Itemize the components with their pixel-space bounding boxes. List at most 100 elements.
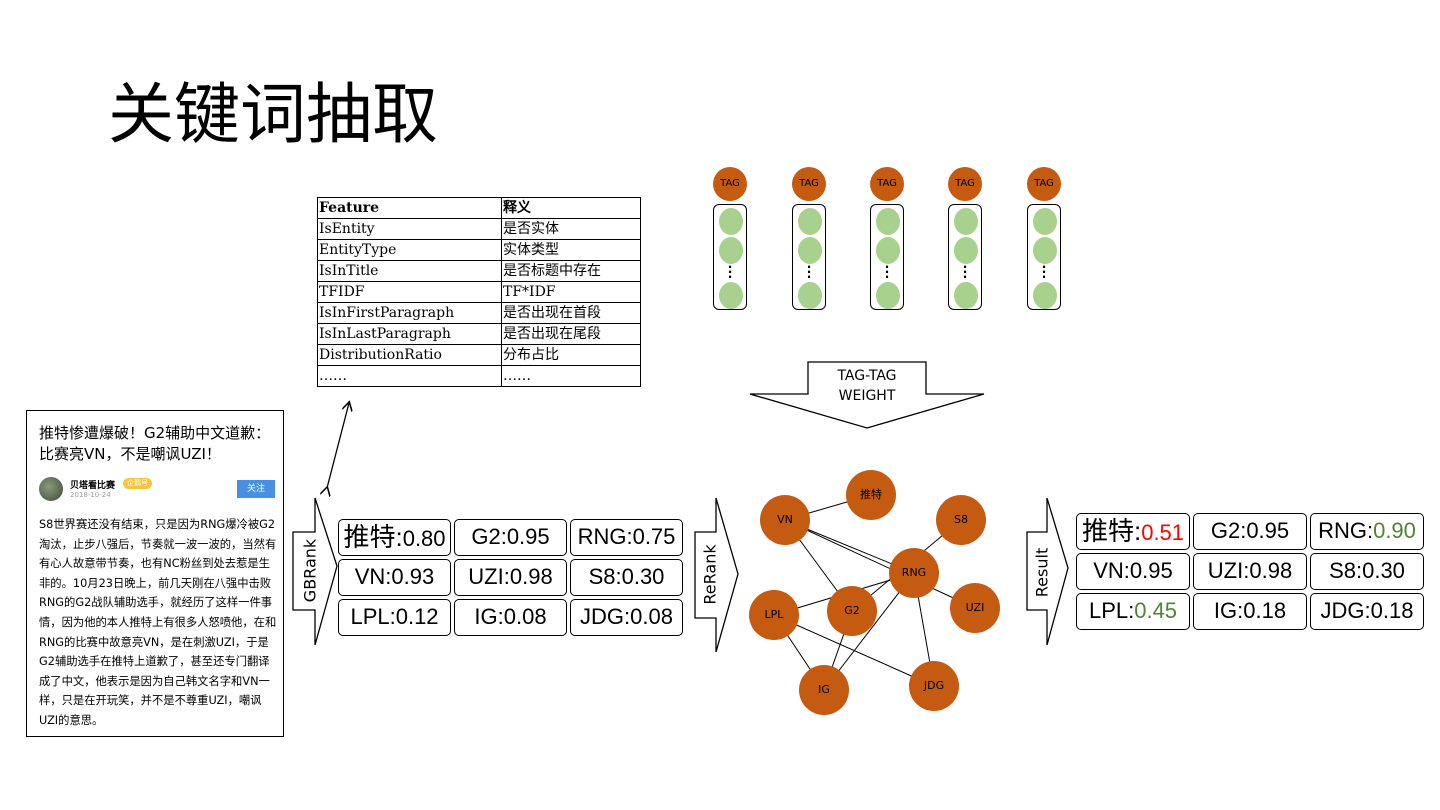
author-name: 贝塔看比赛	[70, 481, 116, 491]
rerank-arrow	[694, 497, 739, 653]
score-cell: JDG:0.08	[570, 599, 683, 636]
article-body: S8世界赛还没有结束，只是因为RNG爆冷被G2淘汰，止步八强后，节奏就一波一波的…	[39, 518, 277, 727]
graph-node: LPL	[749, 590, 799, 640]
score-value: 0.30	[1362, 558, 1405, 583]
score-cell: S8:0.30	[570, 559, 683, 596]
score-cell: LPL:0.12	[338, 599, 451, 636]
score-value: 0.95	[1246, 518, 1290, 543]
tag-node: TAG	[948, 167, 982, 201]
score-name: UZI:	[468, 564, 510, 589]
graph-node: VN	[760, 495, 810, 545]
score-name: IG:	[1213, 598, 1244, 623]
graph-node: IG	[799, 665, 849, 715]
score-name: LPL:	[350, 604, 396, 629]
score-name: JDG:	[580, 604, 631, 629]
ellipsis-vertical: ···	[962, 260, 968, 284]
score-cell: VN:0.95	[1076, 553, 1190, 590]
candidate-node	[798, 282, 822, 309]
score-value: 0.08	[630, 604, 673, 629]
score-cell: IG:0.18	[1193, 593, 1307, 630]
score-cell: S8:0.30	[1310, 553, 1424, 590]
score-value: 0.51	[1141, 520, 1185, 545]
candidate-node	[954, 282, 978, 309]
graph-node: G2	[827, 586, 877, 636]
score-name: IG:	[474, 604, 504, 629]
score-value: 0.18	[1370, 598, 1414, 623]
score-name: 推特:	[1081, 516, 1142, 546]
feature-desc-cell: ……	[501, 365, 641, 387]
score-name: VN:	[1093, 558, 1130, 583]
score-value: 0.08	[503, 604, 547, 629]
candidate-node	[798, 237, 822, 264]
score-cell: G2:0.95	[1193, 513, 1307, 550]
candidate-node	[719, 237, 743, 264]
tag-candidate-column: ···	[792, 204, 826, 310]
feature-name-cell: EntityType	[317, 239, 502, 261]
score-name: VN:	[354, 564, 392, 589]
article-card: 推特惨遭爆破！G2辅助中文道歉：比赛亮VN，不是嘲讽UZI！ 贝塔看比赛 企鹅号…	[26, 410, 284, 737]
candidate-node	[719, 282, 743, 309]
weight-arrow	[749, 361, 985, 429]
candidate-node	[876, 208, 900, 235]
link-arrow	[327, 403, 349, 488]
result-label: Result	[1032, 547, 1052, 598]
candidate-node	[1033, 282, 1057, 309]
score-cell: 推特:0.51	[1076, 513, 1190, 550]
score-value: 0.98	[509, 564, 553, 589]
score-value: 0.95	[506, 524, 550, 549]
graph-node: S8	[936, 495, 986, 545]
score-value: 0.18	[1243, 598, 1287, 623]
score-name: LPL:	[1088, 598, 1135, 623]
score-cell: JDG:0.18	[1310, 593, 1424, 630]
rerank-label: ReRank	[700, 544, 720, 605]
gbrank-label: GBRank	[300, 538, 320, 603]
score-name: G2:	[1210, 518, 1247, 543]
score-value: 0.30	[621, 564, 665, 589]
weight-label-line1: TAG-TAG	[837, 368, 897, 384]
score-name: RNG:	[1318, 518, 1374, 543]
graph-node: UZI	[950, 583, 1000, 633]
score-value: 0.75	[632, 524, 676, 549]
tag-node: TAG	[870, 167, 904, 201]
tag-node: TAG	[1027, 167, 1061, 201]
avatar	[39, 477, 63, 501]
score-name: S8:	[588, 564, 622, 589]
feature-name-cell: DistributionRatio	[317, 344, 502, 366]
tag-node: TAG	[792, 167, 826, 201]
score-cell: UZI:0.98	[454, 559, 567, 596]
candidate-node	[954, 237, 978, 264]
candidate-node	[1033, 208, 1057, 235]
candidate-node	[876, 282, 900, 309]
score-cell: G2:0.95	[454, 519, 567, 556]
score-cell: RNG:0.75	[570, 519, 683, 556]
score-name: UZI:	[1207, 558, 1250, 583]
score-value: 0.12	[395, 604, 439, 629]
score-cell: VN:0.93	[338, 559, 451, 596]
weight-label: TAG-TAG WEIGHT	[808, 366, 926, 406]
score-value: 0.45	[1134, 598, 1178, 623]
follow-button[interactable]: 关注	[237, 480, 275, 498]
feature-name-cell: IsInTitle	[317, 260, 502, 282]
score-cell: IG:0.08	[454, 599, 567, 636]
candidate-node	[719, 208, 743, 235]
result-arrow	[1026, 497, 1069, 646]
ellipsis-vertical: ···	[806, 260, 812, 284]
slide-title: 关键词抽取	[108, 76, 438, 153]
tag-candidate-column: ···	[1027, 204, 1061, 310]
score-value: 0.95	[1129, 558, 1173, 583]
score-value: 0.93	[391, 564, 435, 589]
score-name: S8:	[1329, 558, 1363, 583]
tag-candidate-column: ···	[713, 204, 747, 310]
gbrank-arrow	[292, 497, 338, 646]
feature-desc-cell: 是否实体	[501, 218, 641, 240]
weight-label-line2: WEIGHT	[838, 388, 896, 404]
graph-node: RNG	[889, 548, 939, 598]
graph-edge	[773, 614, 935, 687]
score-cell: UZI:0.98	[1193, 553, 1307, 590]
ellipsis-vertical: ···	[727, 260, 733, 284]
